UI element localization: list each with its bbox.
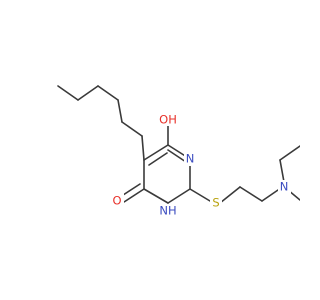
atom-labels: OH O N NH S N (110, 112, 291, 218)
bond-s-ch2 (219, 186, 241, 204)
carbonyl-oxygen-label: O (112, 194, 121, 208)
bond-hexyl-5 (121, 121, 143, 137)
hydroxyl-label: OH (159, 113, 177, 127)
bond-hexyl-1 (57, 85, 79, 101)
pyrimidine-ring (143, 144, 191, 204)
amine-nitrogen-label: N (280, 180, 289, 194)
bond-hexyl-4 (117, 99, 123, 123)
structure-diagram: OH O N NH S N (57, 85, 300, 218)
bond-c6-n1-double (167, 149, 187, 163)
sulfur-label: S (212, 196, 219, 210)
bond-ch2-ch2 (239, 186, 263, 202)
bond-hexyl-2 (77, 85, 99, 101)
bond-hexyl-6 (141, 135, 145, 161)
substituents (119, 125, 300, 204)
bond-c5-c6 (143, 144, 169, 161)
bond-hexyl-3 (97, 85, 119, 101)
ring-nitrogen-label: N (186, 152, 195, 166)
bond-c2-n3 (167, 188, 191, 204)
bond-n-ethyl-a1 (279, 159, 285, 183)
molecule-canvas: OH O N NH S N (57, 85, 300, 218)
ring-nh-label: NH (159, 204, 176, 218)
bond-c4-o (123, 188, 145, 203)
bond-c5-c6-double (148, 152, 168, 166)
bond-ch2-n (261, 189, 279, 202)
bond-c2-s (189, 188, 211, 202)
bond-n3-c4 (143, 188, 169, 204)
hexyl-chain (57, 85, 145, 161)
bond-n-ethyl-a2 (279, 145, 300, 161)
